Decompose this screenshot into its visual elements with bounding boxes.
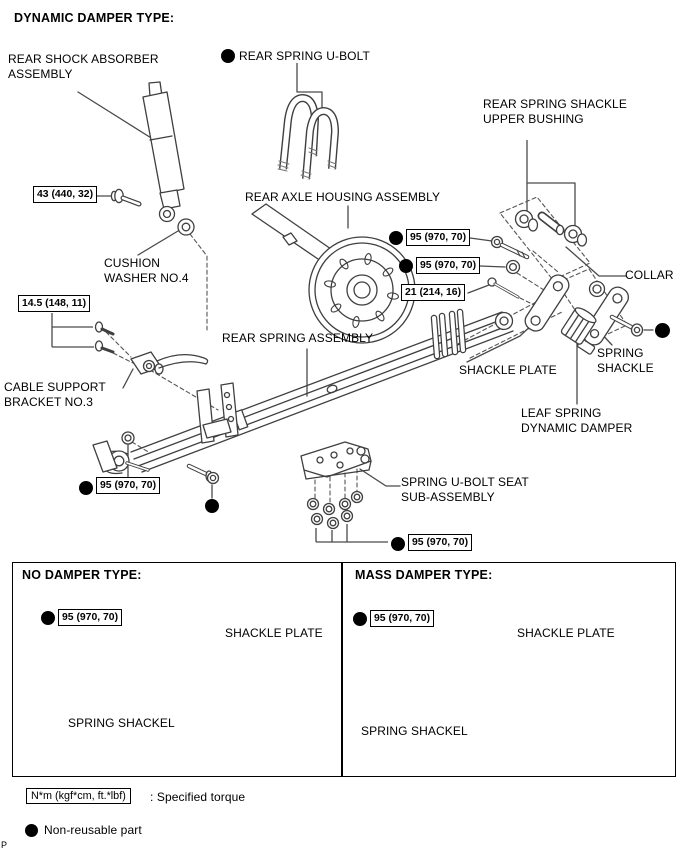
- shock-absorber-drawing: [142, 81, 185, 223]
- cushion-washer-drawing: [177, 218, 195, 236]
- label-no-damper-shackle-plate: SHACKLE PLATE: [225, 626, 323, 640]
- torque-no-damper: 95 (970, 70): [58, 609, 123, 626]
- torque-shackle-nut-1: 95 (970, 70): [406, 229, 471, 246]
- panel-title-no-damper: NO DAMPER TYPE:: [22, 568, 142, 582]
- leader-lines: [51, 63, 654, 543]
- label-mass-damper-shackle-plate: SHACKLE PLATE: [517, 626, 615, 640]
- spring-front-bolt-drawing: [186, 463, 220, 485]
- u-bolt-drawing: [277, 94, 339, 180]
- label-no-damper-spring-shackel: SPRING SHACKEL: [68, 716, 175, 730]
- wheel-studs: [324, 253, 399, 328]
- shock-bolt-drawing: [110, 188, 142, 207]
- legend-non-reusable-label: Non-reusable part: [44, 823, 142, 837]
- torque-shock-lower: 43 (440, 32): [33, 186, 98, 203]
- panel-divider: [341, 562, 343, 777]
- label-spring-u-bolt-seat: SPRING U-BOLT SEAT SUB-ASSEMBLY: [401, 475, 529, 505]
- label-spring-shackle: SPRING SHACKLE: [597, 346, 654, 376]
- torque-damper-bolt: 21 (214, 16): [401, 284, 466, 301]
- label-collar: COLLAR: [625, 268, 674, 282]
- non-reusable-bullet: [399, 259, 413, 273]
- torque-mass-damper: 95 (970, 70): [370, 610, 435, 627]
- variant-panels-frame: [12, 562, 676, 777]
- torque-shackle-nut-3: 95 (970, 70): [96, 477, 161, 494]
- torque-cable-bracket: 14.5 (148, 11): [18, 295, 91, 312]
- legend-non-reusable-bullet: [25, 824, 38, 837]
- u-bolt-seat-drawing: [300, 441, 372, 530]
- non-reusable-bullet: [221, 49, 235, 63]
- non-reusable-bullet: [353, 612, 367, 626]
- axle-housing-drawing: [251, 203, 416, 344]
- label-rear-shock-absorber: REAR SHOCK ABSORBER ASSEMBLY: [8, 52, 159, 82]
- label-rear-spring-assembly: REAR SPRING ASSEMBLY: [222, 331, 374, 345]
- label-cable-support-bracket: CABLE SUPPORT BRACKET NO.3: [4, 380, 106, 410]
- torque-shackle-nut-2: 95 (970, 70): [416, 257, 481, 274]
- non-reusable-bullet: [41, 611, 55, 625]
- non-reusable-bullet: [79, 481, 93, 495]
- non-reusable-bullet: [389, 231, 403, 245]
- hanger-bracket-drawing: [196, 382, 239, 444]
- label-upper-bushing: REAR SPRING SHACKLE UPPER BUSHING: [483, 97, 627, 127]
- label-shackle-plate: SHACKLE PLATE: [459, 363, 557, 377]
- non-reusable-dot: [655, 323, 670, 338]
- label-rear-axle-housing: REAR AXLE HOUSING ASSEMBLY: [245, 190, 441, 204]
- label-mass-damper-spring-shackel: SPRING SHACKEL: [361, 724, 468, 738]
- leaf-spring-drawing: [102, 308, 514, 475]
- cable-bracket-drawing: [94, 321, 209, 375]
- torque-shackle-nut-4: 95 (970, 70): [408, 534, 473, 551]
- panel-title-mass-damper: MASS DAMPER TYPE:: [355, 568, 493, 582]
- label-cushion-washer: CUSHION WASHER NO.4: [104, 256, 189, 286]
- front-hanger-drawing: [92, 431, 150, 473]
- label-leaf-spring-dynamic-damper: LEAF SPRING DYNAMIC DAMPER: [521, 406, 633, 436]
- legend-torque-unit-box: N*m (kgf*cm, ft.*lbf): [26, 788, 131, 804]
- main-diagram-art: [51, 63, 654, 543]
- legend-torque-meaning: : Specified torque: [150, 790, 246, 804]
- seat-nuts: [306, 490, 364, 530]
- shackle-cluster-drawing: [487, 209, 644, 355]
- non-reusable-dot: [205, 499, 219, 513]
- page-margin-char: P: [1, 840, 8, 850]
- label-rear-spring-u-bolt: REAR SPRING U-BOLT: [239, 49, 370, 63]
- page-title: DYNAMIC DAMPER TYPE:: [14, 11, 175, 25]
- non-reusable-bullet: [391, 537, 405, 551]
